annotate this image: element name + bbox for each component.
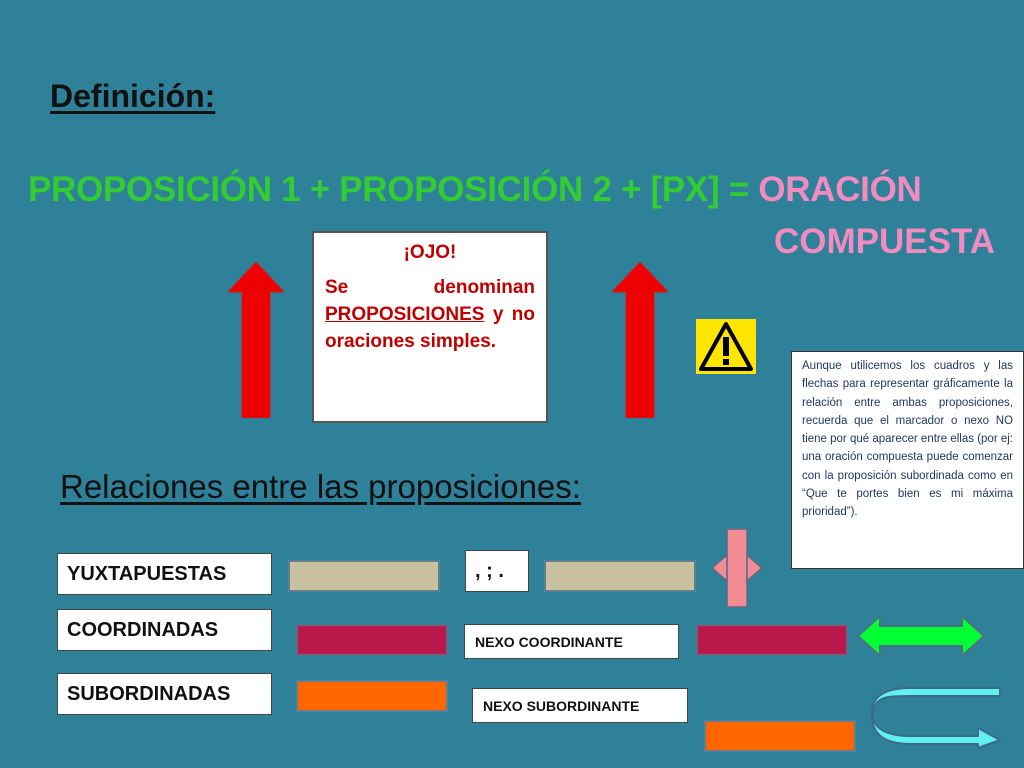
formula-pink-part: ORACIÓN xyxy=(758,170,922,209)
ojo-text-after: y no oraciones simples. xyxy=(325,304,535,352)
formula-green-part: PROPOSICIÓN 1 + PROPOSICIÓN 2 + [PX] = xyxy=(28,170,759,209)
warning-icon xyxy=(696,319,756,374)
relations-subtitle: Relaciones entre las proposiciones: xyxy=(60,468,581,505)
punctuation-marker: , ; . xyxy=(465,550,529,592)
up-arrow-icon xyxy=(612,262,668,418)
definition-heading: Definición: xyxy=(50,78,216,114)
proposition-2-box xyxy=(696,624,848,656)
ojo-title: ¡OJO! xyxy=(403,242,457,263)
ojo-text-before: Se denominan xyxy=(325,277,535,298)
subordinadas-label: SUBORDINADAS xyxy=(57,673,272,715)
formula-line: PROPOSICIÓN 1 + PROPOSICIÓN 2 + [PX] = O… xyxy=(28,170,922,210)
coordinadas-label: COORDINADAS xyxy=(57,609,272,651)
proposition-2-box xyxy=(544,560,696,592)
nexo-coordinante-label: NEXO COORDINANTE xyxy=(464,624,679,659)
yuxtapuestas-label: YUXTAPUESTAS xyxy=(57,553,272,595)
formula-pink-line2: COMPUESTA xyxy=(774,222,996,261)
proposition-2-box xyxy=(704,720,856,752)
proposition-1-box xyxy=(296,680,448,712)
ojo-body: Se denominan PROPOSICIONES y no oracione… xyxy=(325,274,535,355)
clarification-note: Aunque utilicemos los cuadros y las flec… xyxy=(791,351,1024,569)
proposition-1-box xyxy=(288,560,440,592)
ojo-note-box: ¡OJO! Se denominan PROPOSICIONES y no or… xyxy=(312,231,548,423)
proposition-1-box xyxy=(296,624,448,656)
curved-arrow-icon xyxy=(871,687,1001,749)
double-arrow-icon xyxy=(712,528,762,608)
up-arrow-icon xyxy=(228,262,284,418)
ojo-underlined-term: PROPOSICIONES xyxy=(325,304,485,325)
double-arrow-icon xyxy=(857,615,985,657)
nexo-subordinante-label: NEXO SUBORDINANTE xyxy=(472,688,688,723)
